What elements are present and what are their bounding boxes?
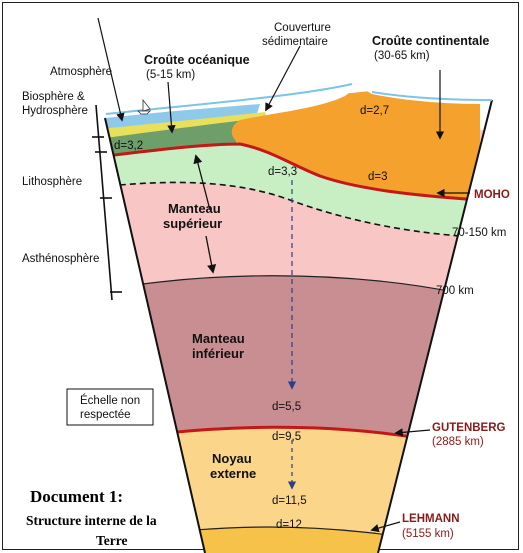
density-continental-mantle: d=3 xyxy=(368,171,388,183)
label-croute-continentale-range: (30-65 km) xyxy=(374,50,430,62)
density-core-top: d=9,5 xyxy=(272,431,301,443)
label-lithosphere: Lithosphère xyxy=(22,176,82,188)
label-hydrosphere: Hydrosphère xyxy=(22,105,88,117)
upper-mantle-arrow-up xyxy=(193,154,211,211)
label-manteau-inferieur-1: Manteau xyxy=(192,331,245,346)
document-subtitle-1: Structure interne de la xyxy=(26,513,157,528)
label-manteau-superieur-1: Manteau xyxy=(168,201,221,216)
density-oceanic: d=3,2 xyxy=(114,140,143,152)
atmosphere-arrow xyxy=(97,17,125,122)
lab-boundary xyxy=(105,181,492,239)
label-gutenberg-depth: (2885 km) xyxy=(432,436,484,448)
gutenberg-arrow xyxy=(394,428,431,437)
label-gutenberg: GUTENBERG xyxy=(432,422,506,434)
label-noyau: Noyau xyxy=(212,451,252,466)
oceanic-crust xyxy=(105,118,262,158)
label-moho: MOHO xyxy=(474,189,510,201)
label-croute-continentale: Croûte continentale xyxy=(372,34,489,48)
label-asthenosphere: Asthénosphère xyxy=(22,253,99,265)
label-noyau-externe: externe xyxy=(210,466,256,481)
label-croute-oceanique: Croûte océanique xyxy=(144,53,250,67)
document-title: Document 1: xyxy=(30,487,123,506)
label-manteau-superieur-2: supérieur xyxy=(163,216,222,231)
label-echelle-1: Échelle non xyxy=(80,394,140,407)
label-manteau-inferieur-2: inférieur xyxy=(192,346,244,361)
sediment-arrow xyxy=(265,45,301,112)
density-upper-mantle: d=3,3 xyxy=(268,166,297,178)
density-inner-core: d=12 xyxy=(276,519,302,531)
ocean-layer xyxy=(105,104,260,132)
label-lehmann: LEHMANN xyxy=(402,513,460,525)
density-continental: d=2,7 xyxy=(360,105,389,117)
label-sedimentaire: sédimentaire xyxy=(262,36,328,48)
wedge-outline xyxy=(104,99,493,553)
continental-crust xyxy=(231,86,480,200)
label-atmosphere: Atmosphère xyxy=(50,66,112,78)
label-echelle-2: respectée xyxy=(80,409,131,421)
oceanic-arrow xyxy=(167,81,176,134)
label-depth-700: 700 km xyxy=(436,285,474,297)
density-lower-mantle: d=5,5 xyxy=(272,401,301,413)
density-core-bottom: d=11,5 xyxy=(272,495,307,507)
upper-mantle-arrow-down xyxy=(205,235,217,274)
earth-layers xyxy=(105,86,492,553)
lehmann-arrow xyxy=(370,521,401,533)
label-biosphere: Biosphère & xyxy=(22,91,85,103)
left-scale xyxy=(92,104,122,301)
label-croute-oceanique-range: (5-15 km) xyxy=(146,69,195,81)
scale-note-box xyxy=(66,388,154,426)
label-couverture: Couverture xyxy=(274,22,331,34)
boat-icon xyxy=(137,98,151,115)
moho-boundary xyxy=(105,142,481,202)
document-subtitle-2: Terre xyxy=(96,533,128,548)
label-lehmann-depth: (5155 km) xyxy=(402,528,454,540)
atmosphere-band xyxy=(105,83,493,115)
label-depth-lab: 70-150 km xyxy=(452,227,506,239)
